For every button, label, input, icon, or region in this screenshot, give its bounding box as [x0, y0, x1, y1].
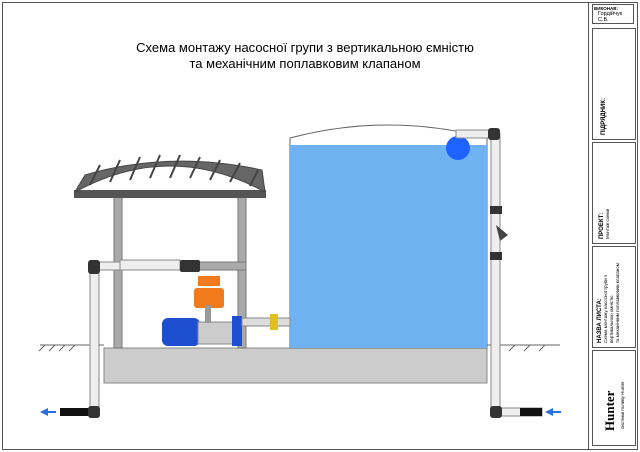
sheet-box: НАЗВА ЛИСТА:Схема монтажу насосної групи…	[592, 246, 636, 348]
pump	[162, 314, 291, 346]
water-tank	[289, 124, 488, 349]
contractor-box: ПІДРЯДНИК:	[592, 28, 636, 140]
sheet-value-2: вертикальною ємністю	[609, 295, 614, 343]
canopy-roof	[74, 190, 266, 198]
outflow-arrow	[40, 408, 56, 416]
hunter-logo: Hunter	[602, 390, 617, 431]
concrete-slab	[103, 347, 488, 384]
title-line-1: Схема монтажу насосної групи з вертикаль…	[136, 40, 474, 55]
diagram-title: Схема монтажу насосної групи з вертикаль…	[100, 40, 510, 72]
contractor-label: ПІДРЯДНИК:	[601, 98, 607, 135]
executor-box: ВИКОНАВ: Гордійчук С.В.	[592, 4, 634, 24]
logo-box: Hunter системи поливу Hunter	[592, 350, 636, 446]
title-line-2: та механічним поплавковим клапаном	[189, 56, 421, 71]
executor-label: ВИКОНАВ:	[594, 6, 618, 11]
pressure-controller	[194, 276, 224, 323]
sheet-value-3: та механічним поплавковим клапаном	[615, 263, 620, 343]
executor-value: Гордійчук С.В.	[598, 11, 623, 23]
title-block: ВИКОНАВ: Гордійчук С.В. ПІДРЯДНИК: ПРОЕК…	[588, 2, 638, 449]
project-box: ПРОЕКТ:Монтаж схеми	[592, 142, 636, 244]
sheet-value-1: Схема монтажу насосної групи з	[603, 274, 608, 343]
installation-diagram	[38, 124, 561, 418]
filter	[496, 225, 508, 241]
water	[290, 145, 487, 348]
float-valve	[446, 136, 470, 160]
logo-caption: системи поливу Hunter	[620, 381, 625, 429]
project-value: Монтаж схеми	[605, 208, 610, 239]
inflow-arrow	[545, 408, 561, 416]
